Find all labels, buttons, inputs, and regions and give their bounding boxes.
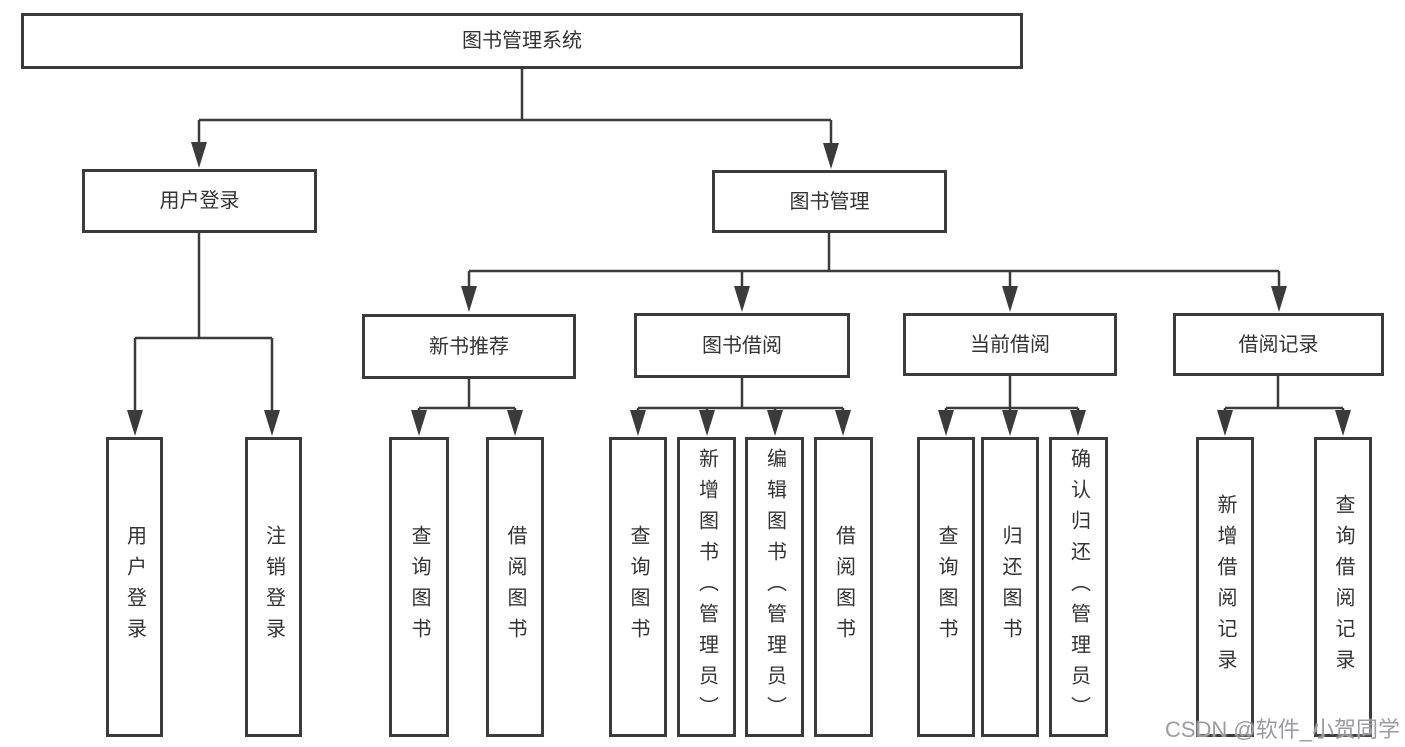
leaf-user-login: 用户登录 bbox=[106, 437, 163, 737]
node-label: 借阅图书 bbox=[832, 525, 855, 649]
leaf-confirm-return-admin: 确认归还（管理员） bbox=[1049, 437, 1108, 737]
node-label: 用户登录 bbox=[123, 525, 146, 649]
node-label: 查询借阅记录 bbox=[1332, 494, 1354, 680]
leaf-borrow-books-recommend: 借阅图书 bbox=[486, 437, 544, 737]
node-label: 查询图书 bbox=[408, 525, 430, 649]
leaf-query-books-borrow: 查询图书 bbox=[609, 437, 667, 737]
node-user-login-branch: 用户登录 bbox=[82, 169, 317, 233]
leaf-edit-book-admin: 编辑图书（管理员） bbox=[745, 437, 804, 737]
node-label: 新增图书（管理员） bbox=[695, 447, 718, 727]
node-label: 图书借阅 bbox=[702, 334, 782, 357]
node-borrow-records: 借阅记录 bbox=[1173, 313, 1384, 376]
node-book-borrow: 图书借阅 bbox=[634, 313, 850, 378]
node-label: 查询图书 bbox=[935, 525, 957, 649]
leaf-borrow-books: 借阅图书 bbox=[814, 437, 873, 737]
node-label: 新书推荐 bbox=[429, 335, 509, 358]
node-label: 归还图书 bbox=[999, 525, 1021, 649]
leaf-query-books-recommend: 查询图书 bbox=[389, 437, 449, 737]
node-label: 图书管理系统 bbox=[462, 30, 582, 52]
csdn-watermark: CSDN @软件_小贺同学 bbox=[1164, 717, 1400, 742]
node-label: 图书管理 bbox=[789, 190, 870, 213]
leaf-query-current-borrow: 查询图书 bbox=[917, 437, 975, 737]
node-label: 编辑图书（管理员） bbox=[763, 447, 786, 727]
node-label: 确认归还（管理员） bbox=[1067, 447, 1090, 727]
node-new-book-recommend: 新书推荐 bbox=[362, 314, 576, 379]
node-book-management-branch: 图书管理 bbox=[712, 170, 947, 233]
leaf-add-book-admin: 新增图书（管理员） bbox=[677, 437, 736, 737]
leaf-return-book: 归还图书 bbox=[981, 437, 1039, 737]
node-label: 注销登录 bbox=[262, 525, 285, 649]
node-label: 当前借阅 bbox=[970, 333, 1050, 356]
node-label: 新增借阅记录 bbox=[1214, 494, 1236, 680]
leaf-add-borrow-record: 新增借阅记录 bbox=[1196, 437, 1254, 737]
leaf-logout: 注销登录 bbox=[245, 437, 302, 737]
node-label: 借阅图书 bbox=[504, 525, 526, 649]
node-label: 查询图书 bbox=[627, 525, 649, 649]
node-root-system: 图书管理系统 bbox=[21, 13, 1023, 69]
node-current-borrow: 当前借阅 bbox=[903, 313, 1117, 376]
arrowhead-icons bbox=[127, 142, 1351, 436]
node-label: 借阅记录 bbox=[1238, 333, 1319, 356]
node-label: 用户登录 bbox=[159, 190, 240, 212]
leaf-query-borrow-record: 查询借阅记录 bbox=[1314, 437, 1372, 737]
tree-edges bbox=[133, 67, 1345, 414]
